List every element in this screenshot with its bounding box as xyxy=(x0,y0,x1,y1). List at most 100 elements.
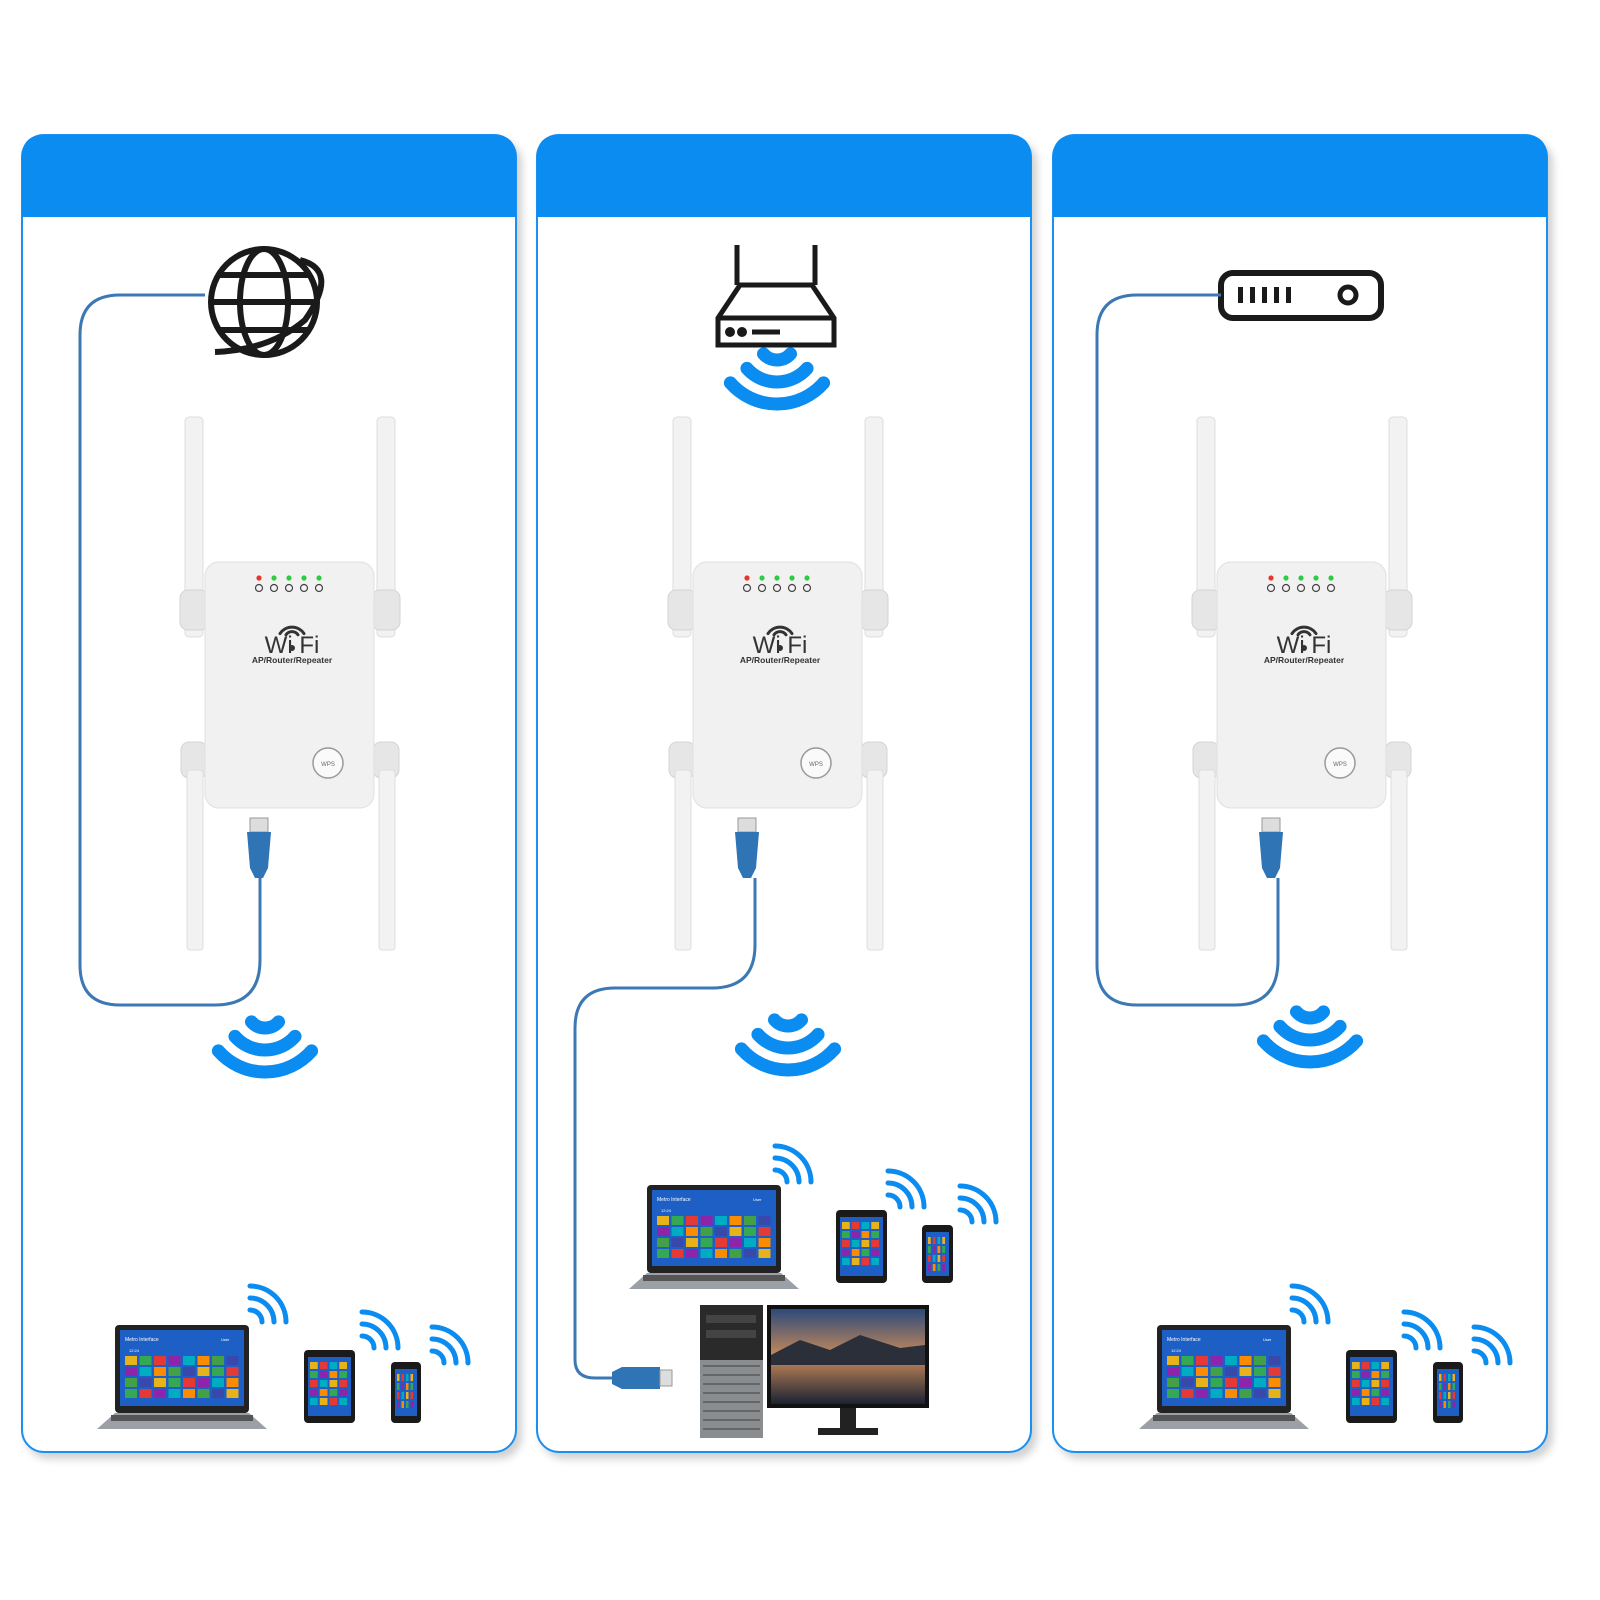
wps-button: WPS xyxy=(312,747,344,779)
ethernet-connector xyxy=(612,1367,673,1389)
wifi-signal-icon xyxy=(734,1013,842,1077)
antenna-right xyxy=(859,416,889,951)
globe-icon xyxy=(208,246,325,358)
signal-icon xyxy=(429,1324,471,1366)
status-led-icon xyxy=(802,583,812,593)
device-brand: Wi Fi xyxy=(1277,632,1332,659)
status-led xyxy=(316,575,322,581)
device-brand: Wi Fi xyxy=(753,632,808,659)
status-led xyxy=(1298,575,1304,581)
wps-label: WPS xyxy=(1333,762,1347,768)
ethernet-cable xyxy=(573,878,757,1380)
signal-icon xyxy=(1471,1324,1513,1366)
wifi-signal-icon xyxy=(1256,1005,1364,1069)
status-led xyxy=(301,575,307,581)
status-led-icon xyxy=(269,583,279,593)
signal-icon xyxy=(247,1283,289,1325)
status-led xyxy=(1313,575,1319,581)
monitor xyxy=(767,1305,929,1435)
laptop: Metro Interface User 12:24 xyxy=(1139,1325,1309,1429)
ethernet-cable xyxy=(1095,293,1280,1007)
status-led-icon xyxy=(314,583,324,593)
wifi-signal-icon xyxy=(723,347,831,411)
router-icon xyxy=(715,245,837,348)
status-led-icon xyxy=(254,583,264,593)
wifi-logo-icon xyxy=(1290,625,1318,637)
status-led xyxy=(1328,575,1334,581)
antenna-left xyxy=(1191,416,1221,951)
antenna-right xyxy=(1383,416,1413,951)
wps-label: WPS xyxy=(809,762,823,768)
panel-header xyxy=(537,135,1031,217)
status-led xyxy=(256,575,262,581)
status-led-icon xyxy=(1296,583,1306,593)
signal-icon xyxy=(957,1183,999,1225)
screen-title: Metro Interface xyxy=(1167,1337,1201,1343)
phone xyxy=(922,1225,953,1283)
wifi-logo-icon xyxy=(278,625,306,637)
status-led xyxy=(774,575,780,581)
wps-label: WPS xyxy=(321,762,335,768)
signal-icon xyxy=(772,1143,814,1185)
wps-button: WPS xyxy=(1324,747,1356,779)
screen-time: 12:24 xyxy=(129,1348,140,1353)
status-led-icon xyxy=(1266,583,1276,593)
ethernet-connector xyxy=(735,817,759,878)
device-subtitle: AP/Router/Repeater xyxy=(252,655,333,665)
status-led xyxy=(744,575,750,581)
status-led xyxy=(1283,575,1289,581)
status-led-icon xyxy=(742,583,752,593)
laptop: Metro Interface User 12:24 xyxy=(97,1325,267,1429)
phone xyxy=(1433,1362,1463,1423)
panel-header xyxy=(1053,135,1547,217)
status-led xyxy=(286,575,292,581)
ethernet-connector xyxy=(1259,817,1283,878)
ethernet-cable xyxy=(78,293,262,1007)
status-led-icon xyxy=(1326,583,1336,593)
status-led xyxy=(759,575,765,581)
device-subtitle: AP/Router/Repeater xyxy=(1264,655,1345,665)
desktop-tower xyxy=(700,1305,763,1438)
device-body xyxy=(692,561,863,809)
status-led-icon xyxy=(757,583,767,593)
device-brand: Wi Fi xyxy=(265,632,320,659)
screen-title: Metro Interface xyxy=(657,1197,691,1203)
device-body xyxy=(204,561,375,809)
wps-button: WPS xyxy=(800,747,832,779)
status-led xyxy=(1268,575,1274,581)
screen-user: User xyxy=(753,1197,762,1202)
screen-user: User xyxy=(221,1337,230,1342)
ethernet-connector xyxy=(247,817,271,878)
status-led-icon xyxy=(772,583,782,593)
status-led-icon xyxy=(284,583,294,593)
device-body xyxy=(1216,561,1387,809)
status-led-icon xyxy=(299,583,309,593)
panel-header xyxy=(22,135,516,217)
status-led xyxy=(271,575,277,581)
screen-title: Metro Interface xyxy=(125,1337,159,1343)
signal-icon xyxy=(1401,1309,1443,1351)
screen-user: User xyxy=(1263,1337,1272,1342)
signal-icon xyxy=(359,1309,401,1351)
status-led-icon xyxy=(1311,583,1321,593)
antenna-right xyxy=(371,416,401,951)
status-led xyxy=(804,575,810,581)
wifi-signal-icon xyxy=(211,1015,319,1079)
signal-icon xyxy=(885,1168,927,1210)
wifi-logo-icon xyxy=(766,625,794,637)
screen-time: 12:24 xyxy=(1171,1348,1182,1353)
antenna-left xyxy=(667,416,697,951)
status-led-icon xyxy=(787,583,797,593)
tablet xyxy=(1346,1350,1397,1423)
signal-icon xyxy=(1289,1283,1331,1325)
status-led xyxy=(789,575,795,581)
phone xyxy=(391,1362,421,1423)
status-led-icon xyxy=(1281,583,1291,593)
